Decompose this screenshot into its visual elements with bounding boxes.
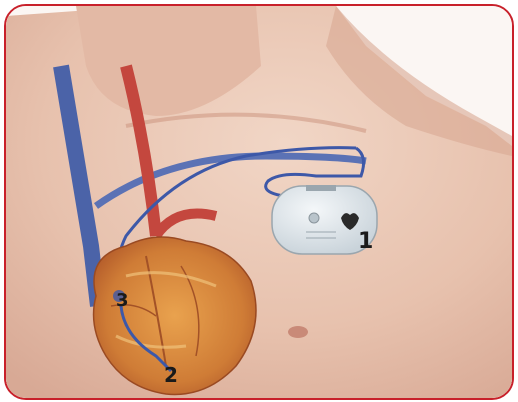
label-atrium-lead: 3 — [116, 290, 129, 311]
label-pacemaker: 1 — [358, 229, 373, 254]
label-ventricle-lead: 2 — [164, 363, 178, 387]
nipple — [288, 326, 308, 338]
illustration-frame: 1 2 3 — [4, 4, 514, 400]
pacemaker-illustration: 1 2 3 — [6, 6, 512, 398]
